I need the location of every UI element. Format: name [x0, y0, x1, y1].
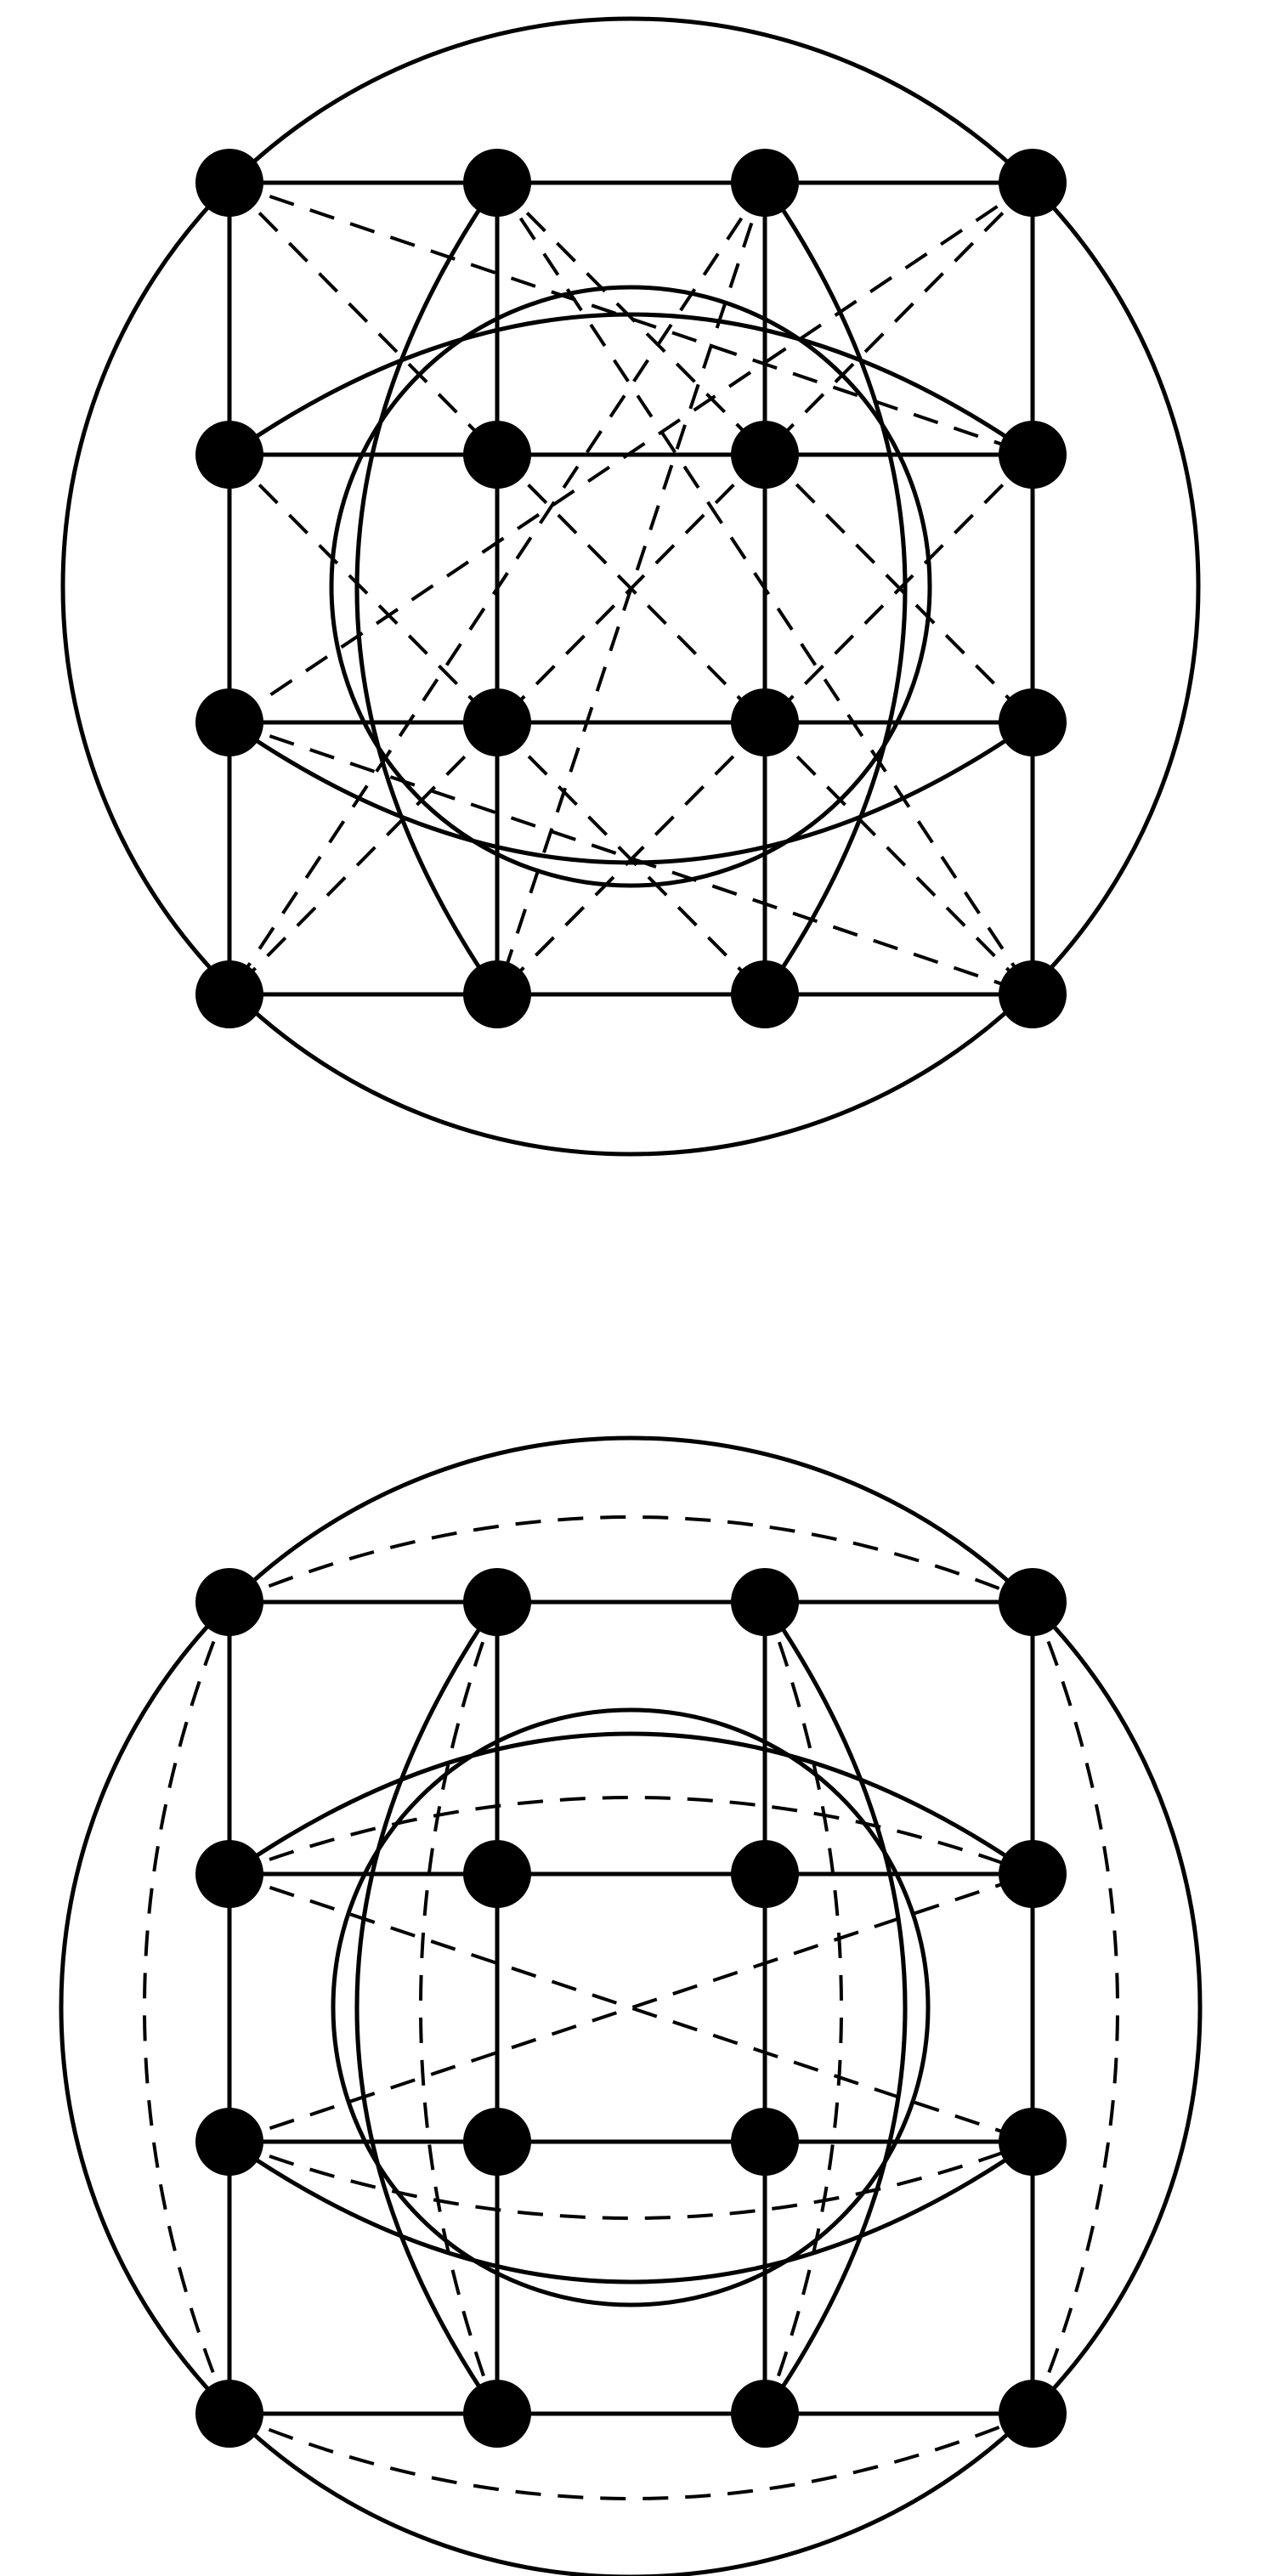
vertex-node [731, 2380, 799, 2448]
dashed-loop-left [143, 1601, 231, 2415]
dashed-chord [229, 721, 1033, 996]
vertex-node [463, 688, 531, 756]
vertex-node [463, 1840, 531, 1908]
vertex-node [195, 688, 263, 756]
vertex-node [731, 2108, 799, 2176]
outer-circle [59, 1435, 1203, 2576]
vertex-node [195, 2108, 263, 2176]
dashed-cross [229, 1872, 1033, 2143]
col-arc-3 [762, 181, 908, 996]
grid-graph-bottom [59, 1435, 1203, 2576]
dashed-loop-top [229, 1515, 1033, 1604]
vertex-node [999, 2108, 1067, 2176]
vertex-node [463, 1568, 531, 1636]
vertex-node [195, 1840, 263, 1908]
vertex-node [731, 960, 799, 1028]
dashed-col-arc-2 [419, 1601, 499, 2415]
vertex-node [195, 149, 263, 217]
vertex-node [731, 149, 799, 217]
vertex-node [731, 688, 799, 756]
row-arc-2 [228, 312, 1034, 457]
outer-circle [60, 16, 1201, 1157]
dashed-chord [228, 181, 767, 996]
vertex-node [999, 2380, 1067, 2448]
dashed-row-arc-3 [229, 2140, 1033, 2220]
vertex-node [195, 960, 263, 1028]
dashed-row-arc-2 [229, 1796, 1033, 1876]
inner-circle [329, 285, 932, 888]
dashed-loop-bottom [229, 2412, 1033, 2500]
dashed-cross [229, 1872, 1033, 2143]
inner-circle [331, 1707, 931, 2307]
vertex-node [999, 1568, 1067, 1636]
dashed-loop-right [1031, 1601, 1119, 2415]
vertex-node [463, 2380, 531, 2448]
vertex-node [731, 1568, 799, 1636]
vertex-node [999, 421, 1067, 489]
vertex-node [463, 149, 531, 217]
vertex-node [731, 1840, 799, 1908]
vertex-node [463, 421, 531, 489]
vertex-node [999, 1840, 1067, 1908]
vertex-node [999, 149, 1067, 217]
row-arc-2 [228, 1731, 1034, 1877]
grid-graph-top [60, 16, 1201, 1157]
vertex-node [463, 960, 531, 1028]
vertex-node [195, 421, 263, 489]
dashed-col-arc-3 [763, 1601, 843, 2415]
vertex-node [999, 960, 1067, 1028]
dashed-chord [495, 182, 767, 995]
vertex-node [731, 421, 799, 489]
col-arc-2 [354, 181, 500, 996]
vertex-node [999, 688, 1067, 756]
dashed-chord [228, 181, 1034, 724]
vertex-node [195, 1568, 263, 1636]
dashed-chord [229, 181, 1033, 456]
col-arc-2 [354, 1600, 500, 2415]
dashed-chord [495, 181, 1034, 996]
vertex-node [195, 2380, 263, 2448]
row-arc-3 [228, 720, 1034, 865]
col-arc-3 [762, 1600, 908, 2415]
row-arc-3 [228, 2139, 1034, 2284]
vertex-node [463, 2108, 531, 2176]
